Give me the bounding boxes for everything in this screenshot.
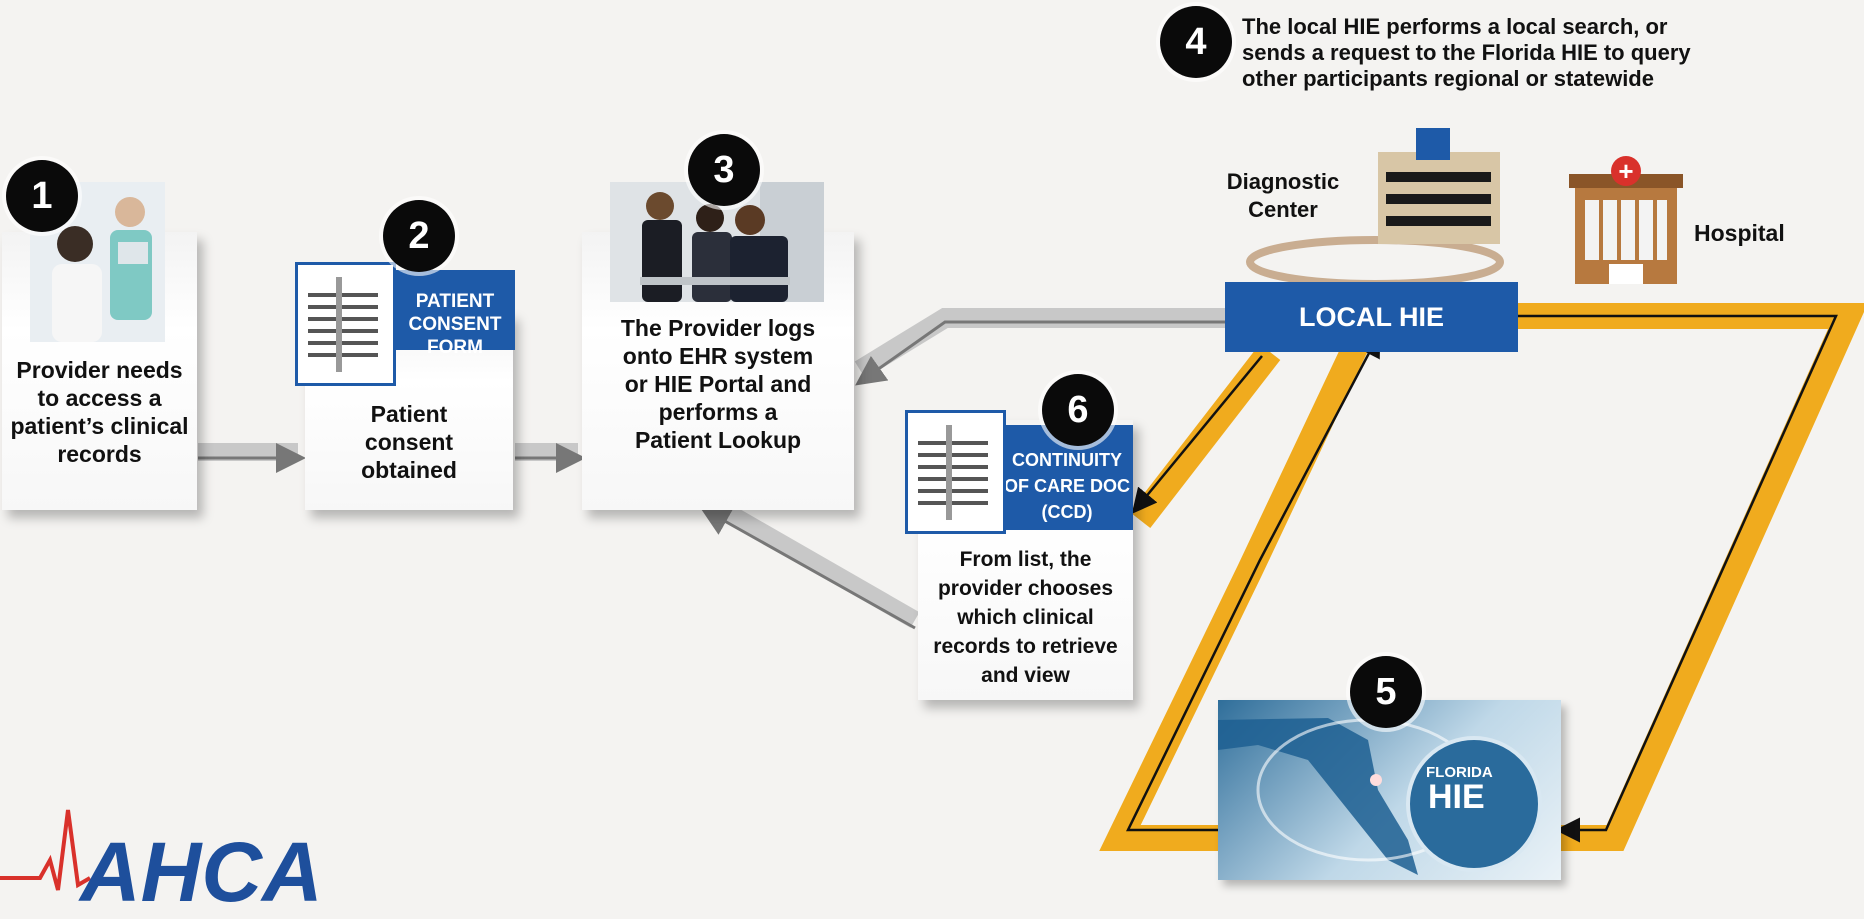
step3-text: The Provider logs onto EHR system or HIE…	[620, 315, 816, 453]
ccd-document-icon	[905, 410, 1006, 534]
red-cross-icon: +	[1611, 156, 1641, 186]
hospital-label: Hospital	[1694, 220, 1785, 246]
step4-text: The local HIE performs a local search, o…	[1242, 14, 1691, 91]
florida-hie-logo-main: HIE	[1428, 778, 1485, 816]
step2-text: Patient consent obtained	[361, 401, 457, 483]
ahca-logo-text: AHCA	[80, 825, 323, 919]
florida-hie-logo-top: FLORIDA	[1426, 764, 1493, 781]
consent-document-icon	[295, 262, 396, 386]
step5-badge: 5	[1350, 656, 1422, 728]
ccd-document-label: CONTINUITY OF CARE DOC (CCD)	[1004, 450, 1130, 522]
step2-badge: 2	[383, 200, 455, 272]
step3-badge: 3	[688, 134, 760, 206]
diagnostic-center-label: Diagnostic Center	[1226, 169, 1340, 222]
hospital-icon: +	[1569, 156, 1683, 284]
arrow-hie-to-3	[854, 308, 1225, 379]
step1-text: Provider needs to access a patient’s cli…	[10, 357, 189, 467]
local-hie-node: LOCAL HIE	[1225, 282, 1518, 352]
doctors-photo	[30, 182, 165, 342]
arrow-6-to-3	[715, 500, 920, 628]
patient-consent-form-label: PATIENT CONSENT FORM	[408, 291, 502, 358]
step6-badge: 6	[1042, 374, 1114, 446]
diagnostic-center-icon	[1378, 128, 1500, 244]
florida-hie-logo: FLORIDA HIE	[1406, 736, 1542, 872]
facility-ring	[1246, 236, 1504, 288]
ahca-logo	[0, 809, 92, 891]
step1-card: Provider needs to access a patient’s cli…	[2, 182, 197, 510]
step3-card: The Provider logs onto EHR system or HIE…	[582, 182, 854, 510]
caduceus-icon	[336, 277, 342, 372]
caduceus-icon	[946, 425, 952, 520]
step4-badge: 4	[1160, 6, 1232, 78]
florida-hie-map: FLORIDA HIE	[1218, 700, 1561, 880]
step6-text: From list, the provider chooses which cl…	[933, 548, 1118, 687]
step1-badge: 1	[6, 160, 78, 232]
